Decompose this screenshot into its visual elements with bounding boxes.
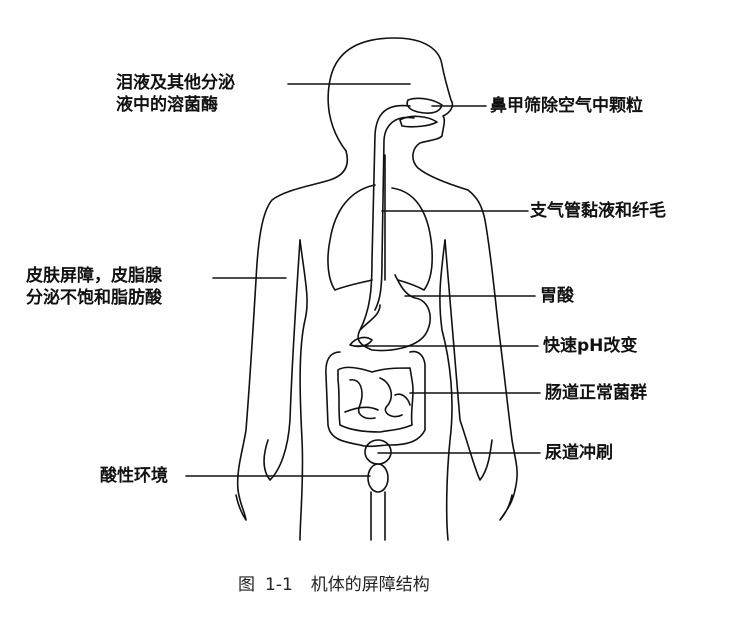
label-skin: 皮肤屏障，皮脂腺 分泌不饱和脂肪酸 <box>26 265 162 309</box>
caption-title: 机体的屏障结构 <box>310 575 430 595</box>
left-lung <box>327 184 376 291</box>
colon <box>325 350 426 448</box>
nasal-turbinate <box>406 97 443 114</box>
caption-number: 1-1 <box>265 575 293 595</box>
left-arm-inner <box>263 239 301 481</box>
small-intestine <box>337 366 414 433</box>
left-hand <box>235 489 247 521</box>
left-torso-side <box>299 239 308 541</box>
label-ph: 快速pH改变 <box>543 336 638 356</box>
left-shoulder-outline <box>236 150 349 491</box>
label-stomach: 胃酸 <box>540 286 574 306</box>
intestine-fold-1 <box>349 379 376 420</box>
airway-tube <box>359 104 411 331</box>
label-bronchial: 支气管黏液和纤毛 <box>530 201 666 221</box>
stomach <box>357 274 431 352</box>
right-torso-side <box>439 239 453 541</box>
label-nasal: 鼻甲筛除空气中颗粒 <box>490 96 643 116</box>
bladder <box>364 439 392 465</box>
vaginal-segment <box>367 463 389 493</box>
airway-tube-inner <box>374 116 415 311</box>
pylorus <box>349 336 373 348</box>
caption-prefix: 图 <box>238 575 255 595</box>
intestine-fold-4 <box>394 393 411 406</box>
body-outline <box>327 37 518 491</box>
right-lung <box>391 187 433 291</box>
right-hand <box>499 489 516 521</box>
intestine-fold-2 <box>379 377 403 418</box>
label-tears-line2: 液中的溶菌酶 <box>116 95 218 115</box>
nasal-turbinate-lower <box>399 115 438 128</box>
label-tears: 泪液及其他分泌 液中的溶菌酶 <box>116 72 235 116</box>
intestine-fold-3 <box>344 406 379 413</box>
label-vaginal: 酸性环境 <box>100 466 168 486</box>
right-arm-inner <box>444 239 493 481</box>
label-urinary: 尿道冲刷 <box>545 443 613 463</box>
label-tears-line1: 泪液及其他分泌 <box>116 73 235 93</box>
urethra <box>370 491 386 541</box>
label-intestine: 肠道正常菌群 <box>545 383 647 403</box>
label-skin-line2: 分泌不饱和脂肪酸 <box>26 288 162 308</box>
figure-caption: 图 1-1 机体的屏障结构 <box>238 574 430 596</box>
label-skin-line1: 皮肤屏障，皮脂腺 <box>26 266 162 286</box>
